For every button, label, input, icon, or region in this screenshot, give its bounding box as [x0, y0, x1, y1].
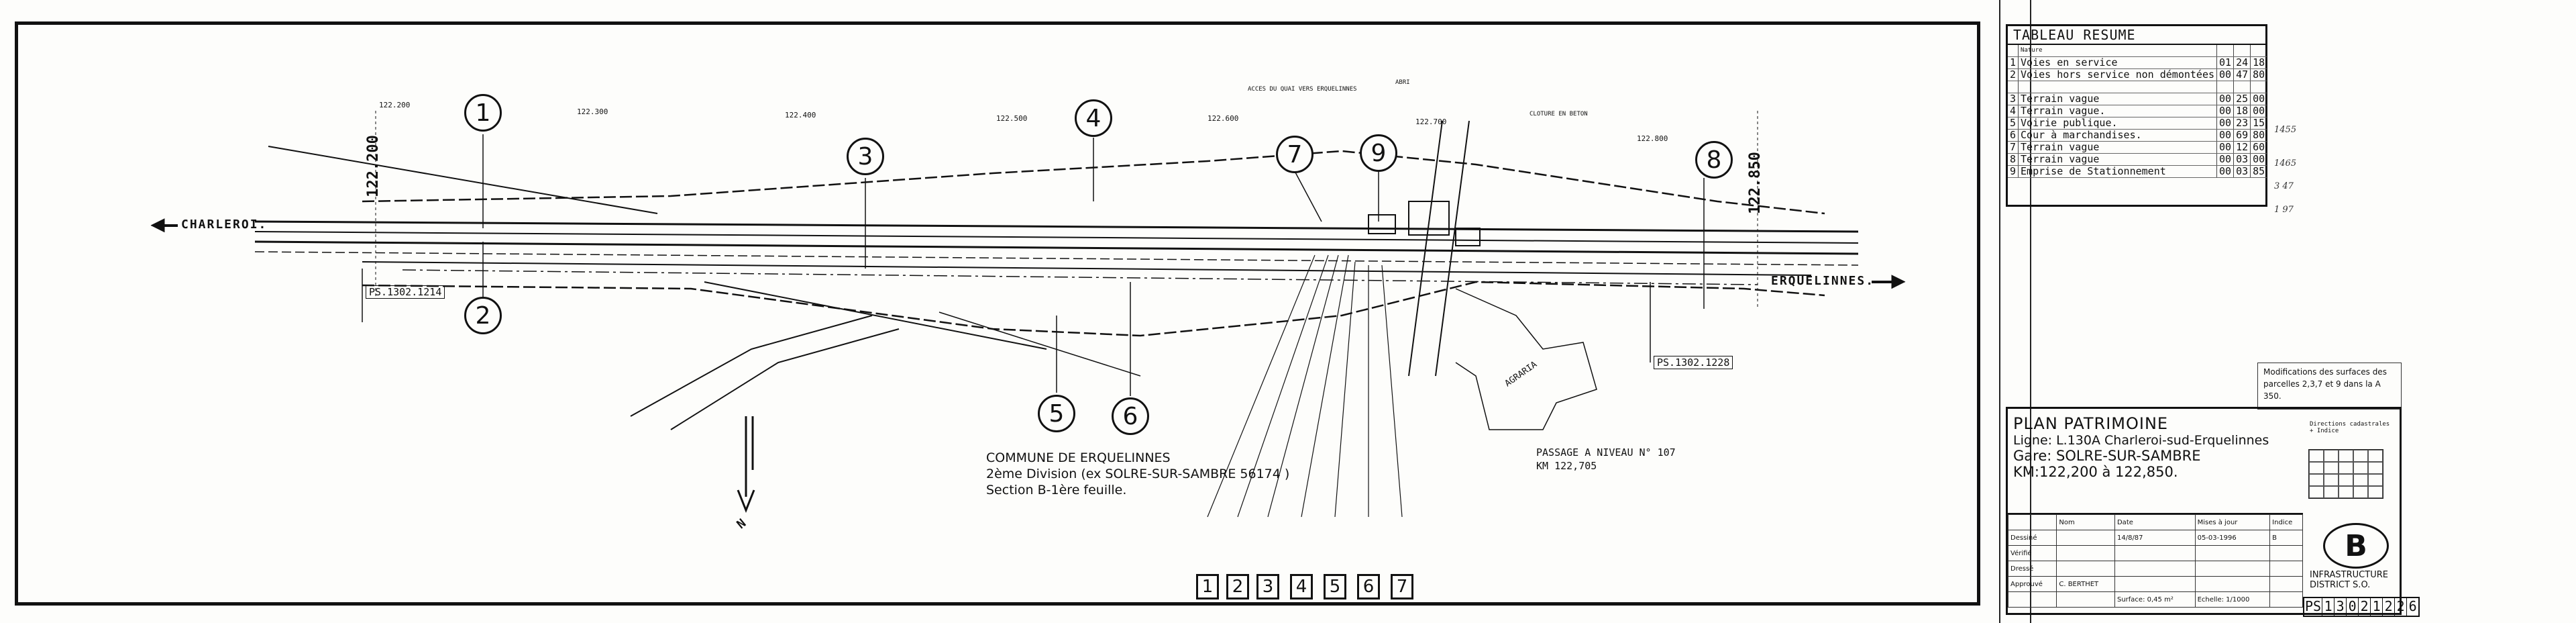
- passage-km: KM 122,705: [1536, 460, 1597, 472]
- sncb-logo: B: [2323, 523, 2389, 569]
- parcel-circle-8: 8: [1695, 141, 1733, 179]
- ps-label-left: PS.1302.1214: [366, 285, 445, 299]
- km-mark: 122.600: [1208, 114, 1239, 123]
- modification-note: Modifications des surfaces des parcelles…: [2257, 363, 2402, 410]
- ps-label-right: PS.1302.1228: [1654, 356, 1733, 369]
- parcel-circle-1: 1: [464, 94, 502, 132]
- infrastructure-label: INFRASTRUCTURE DISTRICT S.O.: [2310, 570, 2388, 590]
- hand-note: 1 97: [2274, 205, 2294, 215]
- box-label-2: 2: [1226, 574, 1249, 600]
- km-start-label: 122.200: [364, 135, 382, 197]
- track-line: [362, 261, 1812, 276]
- table-header-row: Nom Date Mises à jour Indice: [2007, 514, 2303, 530]
- hand-note: 1455: [2274, 125, 2297, 135]
- road-curve: [670, 328, 900, 430]
- table-header-row: Nature: [2008, 45, 2267, 57]
- hand-note: 3 47: [2274, 181, 2294, 191]
- panel-divider: [2030, 0, 2031, 623]
- box-label-5: 5: [1324, 574, 1346, 600]
- boundary-north: [362, 150, 1825, 215]
- box-label-3: 3: [1256, 574, 1279, 600]
- parcel-circle-9: 9: [1360, 134, 1397, 172]
- passage-label: PASSAGE A NIVEAU N° 107: [1536, 446, 1676, 459]
- track-line: [254, 240, 1859, 255]
- parcel-circle-7: 7: [1276, 136, 1313, 173]
- track-line: [254, 251, 1859, 266]
- track-line: [254, 220, 1859, 233]
- legend-label: Directions cadastrales + Indice: [2310, 421, 2390, 434]
- boundary-south: [362, 281, 1825, 337]
- parcel-circle-6: 6: [1112, 397, 1149, 435]
- box-label-4: 4: [1290, 574, 1313, 600]
- railway-plan: [150, 111, 1906, 518]
- plan-title: PLAN PATRIMOINE: [2013, 414, 2169, 433]
- annotation: ACCES DU QUAI VERS ERQUELINNES: [1248, 86, 1357, 93]
- commune-block: COMMUNE DE ERQUELINNES 2ème Division (ex…: [986, 450, 1289, 498]
- parcel-circle-5: 5: [1038, 395, 1075, 432]
- col-nature: Nature: [2018, 45, 2217, 57]
- lead-track: [938, 312, 1141, 377]
- echelle-label: Echelle: 1/1000: [2194, 591, 2271, 608]
- surface-label: Surface: 0,45 m²: [2114, 591, 2196, 608]
- ligne-label: Ligne: L.130A Charleroi-sud-Erquelinnes: [2013, 433, 2269, 448]
- table-row: Vérifié: [2007, 545, 2303, 561]
- km-range-label: KM:122,200 à 122,850.: [2013, 464, 2178, 480]
- commune-line-1: COMMUNE DE ERQUELINNES: [986, 450, 1171, 465]
- gare-label: Gare: SOLRE-SUR-SAMBRE: [2013, 448, 2201, 464]
- parcel-circle-2: 2: [464, 297, 502, 334]
- table-row: Dressé: [2007, 561, 2303, 577]
- track-line: [254, 231, 1859, 244]
- direction-erquelinnes: ERQUELINNES.: [1771, 274, 1875, 288]
- km-mark: 122.700: [1415, 117, 1447, 126]
- hand-note: 1465: [2274, 158, 2297, 169]
- cadastral-grid: [2308, 449, 2383, 499]
- lead-track: [704, 281, 1047, 350]
- lead-track: [268, 146, 658, 214]
- box-label-1: 1: [1196, 574, 1219, 600]
- direction-charleroi: CHARLEROI.: [181, 218, 268, 232]
- box-label-7: 7: [1391, 574, 1413, 600]
- road-curve: [630, 315, 873, 417]
- commune-line-3: Section B-1ère feuille.: [986, 483, 1127, 497]
- km-mark: 122.400: [785, 111, 816, 119]
- parcel-circle-3: 3: [847, 138, 884, 175]
- km-end-label: 122.850: [1746, 152, 1764, 214]
- plan-reference: PS 1 3 0 2 1 2 2 6: [2303, 597, 2420, 617]
- km-mark: 122.300: [577, 107, 608, 116]
- annotation: ABRI: [1395, 79, 1410, 86]
- km-mark: 122.500: [996, 114, 1028, 123]
- drawing-frame: [15, 21, 1980, 606]
- track-line: [402, 269, 1758, 285]
- box-label-6: 6: [1357, 574, 1380, 600]
- title-main: PLAN PATRIMOINE Ligne: L.130A Charleroi-…: [2013, 414, 2269, 480]
- table-row: [2008, 81, 2267, 93]
- commune-line-2: 2ème Division (ex SOLRE-SUR-SAMBRE 56174…: [986, 467, 1290, 481]
- km-mark: 122.800: [1637, 134, 1668, 143]
- title-block: PLAN PATRIMOINE Ligne: L.130A Charleroi-…: [2006, 407, 2420, 617]
- tableau-title: TABLEAU RESUME: [2008, 26, 2265, 45]
- annotation: CLOTURE EN BETON: [1529, 111, 1588, 117]
- km-mark: 122.200: [379, 101, 411, 109]
- parcel-circle-4: 4: [1075, 99, 1112, 137]
- panel-divider: [1999, 0, 2000, 623]
